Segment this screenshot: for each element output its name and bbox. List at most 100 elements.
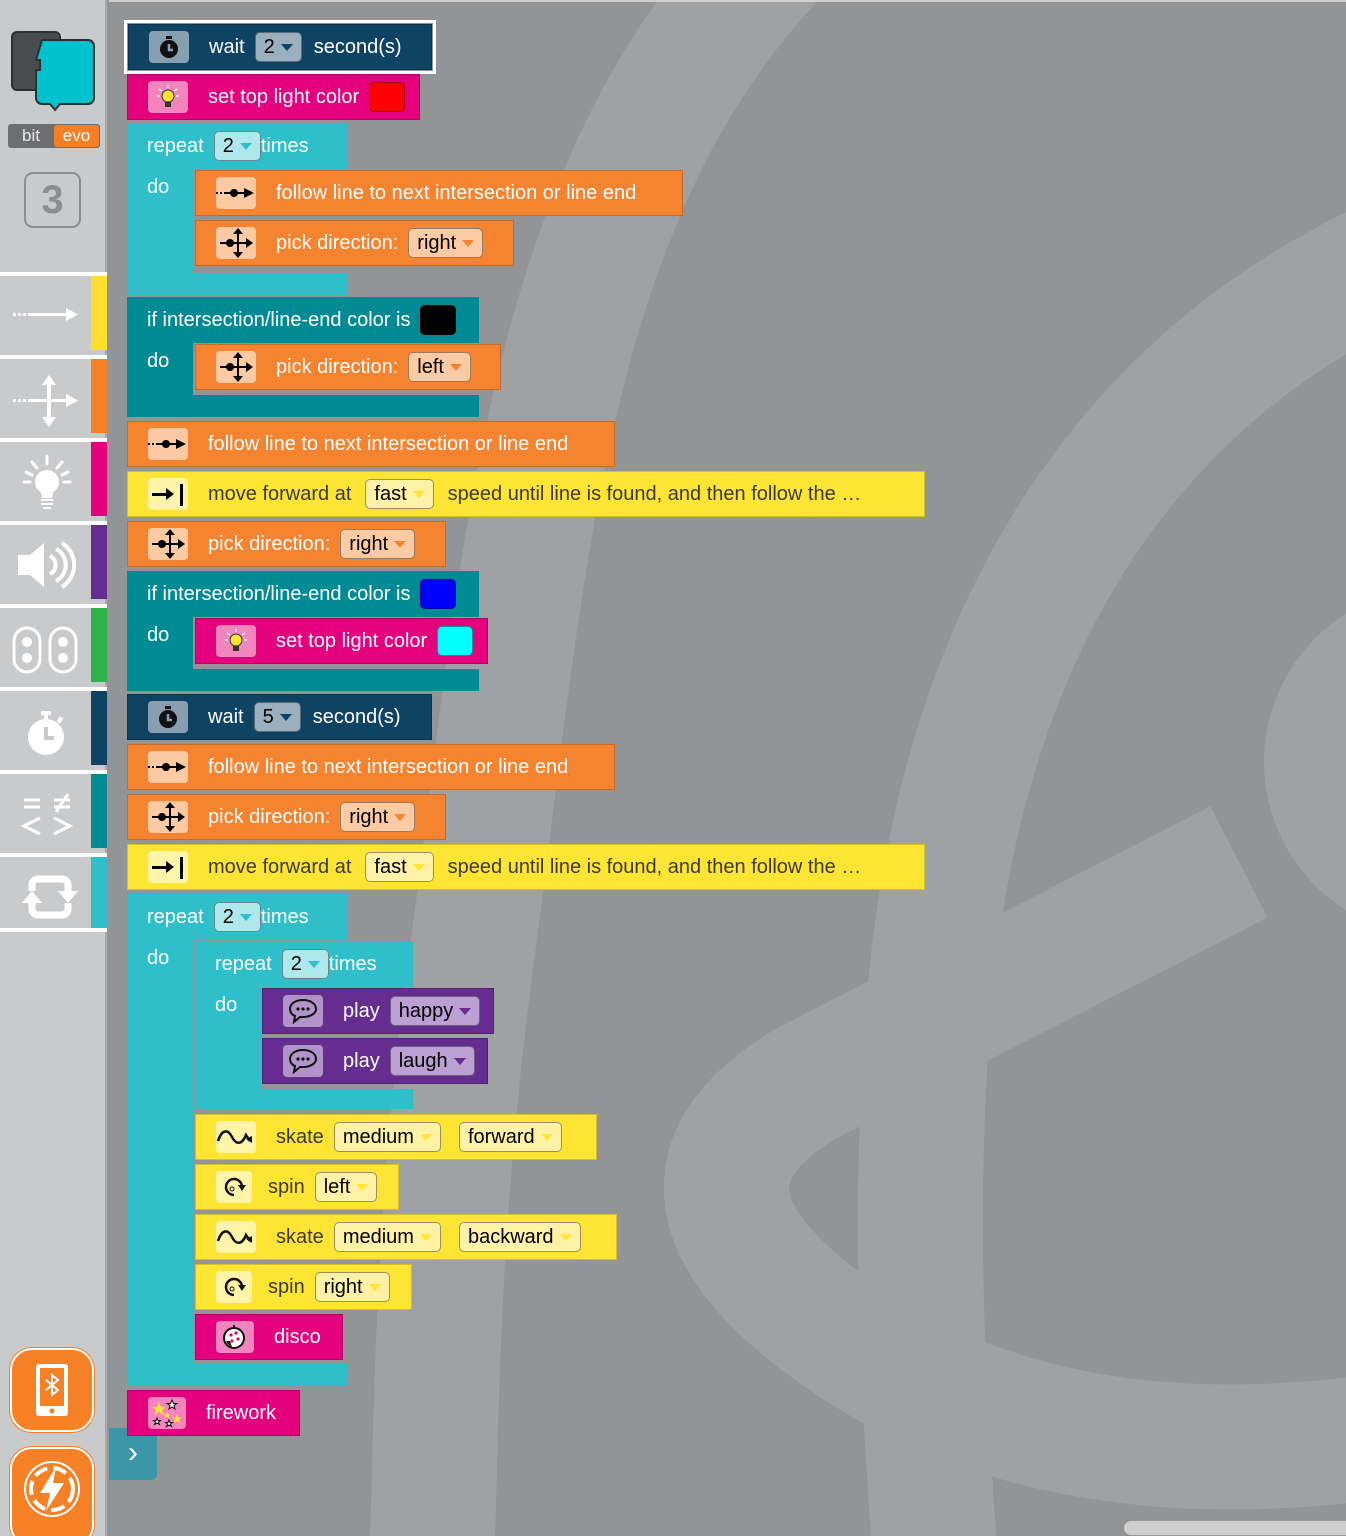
sound-dropdown[interactable]: laugh [389, 1046, 475, 1076]
dropdown-arrow-icon [356, 1183, 369, 1191]
block-if-color[interactable]: if intersection/line-end color is do [127, 571, 479, 691]
speech-bubble-icon [283, 1045, 323, 1077]
wait-seconds-dropdown[interactable]: 2 [254, 32, 302, 62]
category-timers[interactable] [0, 687, 107, 765]
category-loops[interactable] [0, 853, 107, 931]
block-set-top-light[interactable]: set top light color [195, 618, 488, 664]
pick-direction-icon [216, 351, 256, 383]
color-picker-swatch[interactable] [437, 626, 474, 656]
block-follow-line[interactable]: follow line to next intersection or line… [127, 744, 615, 790]
category-lights[interactable] [0, 438, 107, 516]
block-firework[interactable]: firework [127, 1390, 300, 1436]
block-pick-direction[interactable]: pick direction: right [127, 521, 446, 567]
sensors-icon [12, 626, 78, 674]
category-logic[interactable] [0, 770, 107, 848]
dropdown-arrow-icon [394, 813, 407, 821]
block-play-sound[interactable]: play laugh [262, 1038, 488, 1084]
spin-direction-dropdown[interactable]: left [314, 1172, 378, 1202]
category-sounds[interactable] [0, 521, 107, 599]
level-badge[interactable]: 3 [24, 172, 81, 228]
skate-direction-dropdown[interactable]: forward [458, 1122, 562, 1152]
dropdown-arrow-icon [540, 1133, 553, 1141]
block-label: play [343, 1049, 380, 1072]
direction-dropdown[interactable]: left [408, 352, 471, 382]
block-if-color[interactable]: if intersection/line-end color is do [127, 297, 479, 417]
dropdown-arrow-icon [412, 490, 425, 498]
color-picker-swatch[interactable] [420, 305, 457, 335]
category-color-stripe [91, 608, 107, 682]
stopwatch-icon [148, 701, 188, 733]
workspace-canvas[interactable] [109, 0, 1346, 1536]
spin-direction-dropdown[interactable]: right [314, 1272, 390, 1302]
block-spin[interactable]: spin right [195, 1264, 412, 1310]
block-move-forward[interactable]: move forward at fast speed until line is… [127, 844, 925, 890]
block-set-top-light[interactable]: set top light color [127, 74, 420, 120]
color-picker-swatch[interactable] [420, 579, 457, 609]
block-label: play [343, 999, 380, 1022]
repeat-count-dropdown[interactable]: 2 [213, 902, 261, 932]
category-sensors[interactable] [0, 604, 107, 682]
dropdown-arrow-icon [368, 1283, 381, 1291]
dropdown-arrow-icon [449, 363, 462, 371]
block-label: repeat [147, 134, 204, 157]
connect-bluetooth-button[interactable] [10, 1348, 94, 1432]
block-spin[interactable]: spin left [195, 1164, 399, 1210]
block-repeat[interactable]: repeat 2 times do [195, 941, 413, 1109]
block-play-sound[interactable]: play happy [262, 988, 494, 1034]
block-follow-line[interactable]: follow line to next intersection or line… [195, 170, 683, 216]
block-skate[interactable]: skate medium forward [195, 1114, 597, 1160]
block-label: move forward at [208, 482, 352, 505]
track-background-graphic [370, 2, 1346, 1536]
category-color-stripe [91, 857, 107, 931]
block-wait[interactable]: wait 5 second(s) [127, 694, 432, 740]
color-picker-swatch[interactable] [369, 82, 406, 112]
c-block-bottom [127, 1364, 347, 1386]
category-color-stripe [91, 774, 107, 848]
block-label: set top light color [208, 85, 360, 108]
block-label: skate [276, 1225, 324, 1248]
flash-program-button[interactable] [10, 1447, 94, 1536]
skate-speed-dropdown[interactable]: medium [333, 1222, 441, 1252]
direction-dropdown[interactable]: right [408, 228, 484, 258]
spin-icon [216, 1271, 252, 1303]
repeat-count-dropdown[interactable]: 2 [213, 131, 261, 161]
brand-bit: bit [22, 126, 40, 145]
block-label: wait [208, 705, 244, 728]
block-repeat[interactable]: repeat 2 times do [127, 894, 347, 1386]
block-pick-direction[interactable]: pick direction: left [195, 344, 501, 390]
repeat-count-dropdown[interactable]: 2 [281, 949, 329, 979]
dropdown-arrow-icon [459, 1007, 472, 1015]
block-follow-line[interactable]: follow line to next intersection or line… [127, 421, 615, 467]
spin-icon [216, 1171, 252, 1203]
dropdown-arrow-icon [453, 1057, 466, 1065]
direction-dropdown[interactable]: right [340, 529, 416, 559]
flyout-toggle-button[interactable]: › [109, 1428, 157, 1480]
direction-dropdown[interactable]: right [340, 802, 416, 832]
block-label: disco [274, 1325, 321, 1348]
block-skate[interactable]: skate medium backward [195, 1214, 617, 1260]
wait-seconds-dropdown[interactable]: 5 [253, 702, 301, 732]
speed-dropdown[interactable]: fast [365, 479, 434, 509]
skate-speed-dropdown[interactable]: medium [333, 1122, 441, 1152]
dropdown-arrow-icon [307, 960, 320, 968]
block-repeat[interactable]: repeat 2 times do [127, 123, 347, 295]
block-label: speed until line is found, and then foll… [447, 482, 862, 505]
c-block-bottom [127, 669, 479, 691]
block-wait[interactable]: wait 2 second(s) [124, 20, 436, 74]
category-color-stripe [91, 525, 107, 599]
block-pick-direction[interactable]: pick direction: right [127, 794, 446, 840]
block-label: times [260, 134, 309, 157]
speed-dropdown[interactable]: fast [365, 852, 434, 882]
category-intersections[interactable] [0, 355, 107, 433]
c-block-bottom [195, 1089, 413, 1109]
horizontal-scrollbar[interactable] [1124, 1521, 1346, 1535]
block-disco[interactable]: disco [195, 1314, 343, 1360]
sound-dropdown[interactable]: happy [389, 996, 481, 1026]
dropdown-arrow-icon [462, 239, 475, 247]
category-line-following[interactable] [0, 272, 107, 350]
block-move-forward[interactable]: move forward at fast speed until line is… [127, 471, 925, 517]
skate-direction-dropdown[interactable]: backward [458, 1222, 581, 1252]
category-color-stripe [91, 691, 107, 765]
block-pick-direction[interactable]: pick direction: right [195, 220, 514, 266]
category-color-stripe [91, 359, 107, 433]
